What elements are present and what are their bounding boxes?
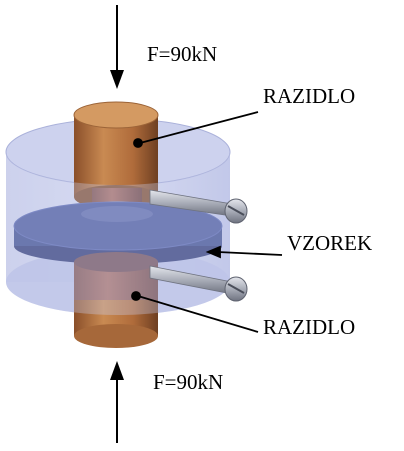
bottom-punch: [74, 252, 158, 348]
bottom-force-arrow-icon: [110, 361, 124, 443]
bottom-punch-label: RAZIDLO: [263, 315, 356, 339]
top-punch-label: RAZIDLO: [263, 84, 356, 108]
leader-bottom-punch: [137, 295, 259, 333]
specimen-disk: [13, 201, 223, 264]
screw-slot-icon: [227, 205, 245, 216]
screw-slot-icon: [227, 283, 245, 294]
leader-top-punch-dot: [133, 138, 143, 148]
lower-screw: [149, 265, 248, 302]
top-force-arrow-icon: [110, 5, 124, 89]
leader-specimen: [217, 251, 283, 256]
leader-bottom-punch-dot: [131, 291, 141, 301]
leader-specimen-arrowhead: [205, 245, 221, 259]
leader-top-punch: [139, 111, 259, 144]
top-force-label: F=90kN: [147, 42, 218, 66]
specimen-label: VZOREK: [287, 231, 373, 255]
bottom-force-label: F=90kN: [153, 370, 224, 394]
upper-screw: [149, 189, 248, 224]
